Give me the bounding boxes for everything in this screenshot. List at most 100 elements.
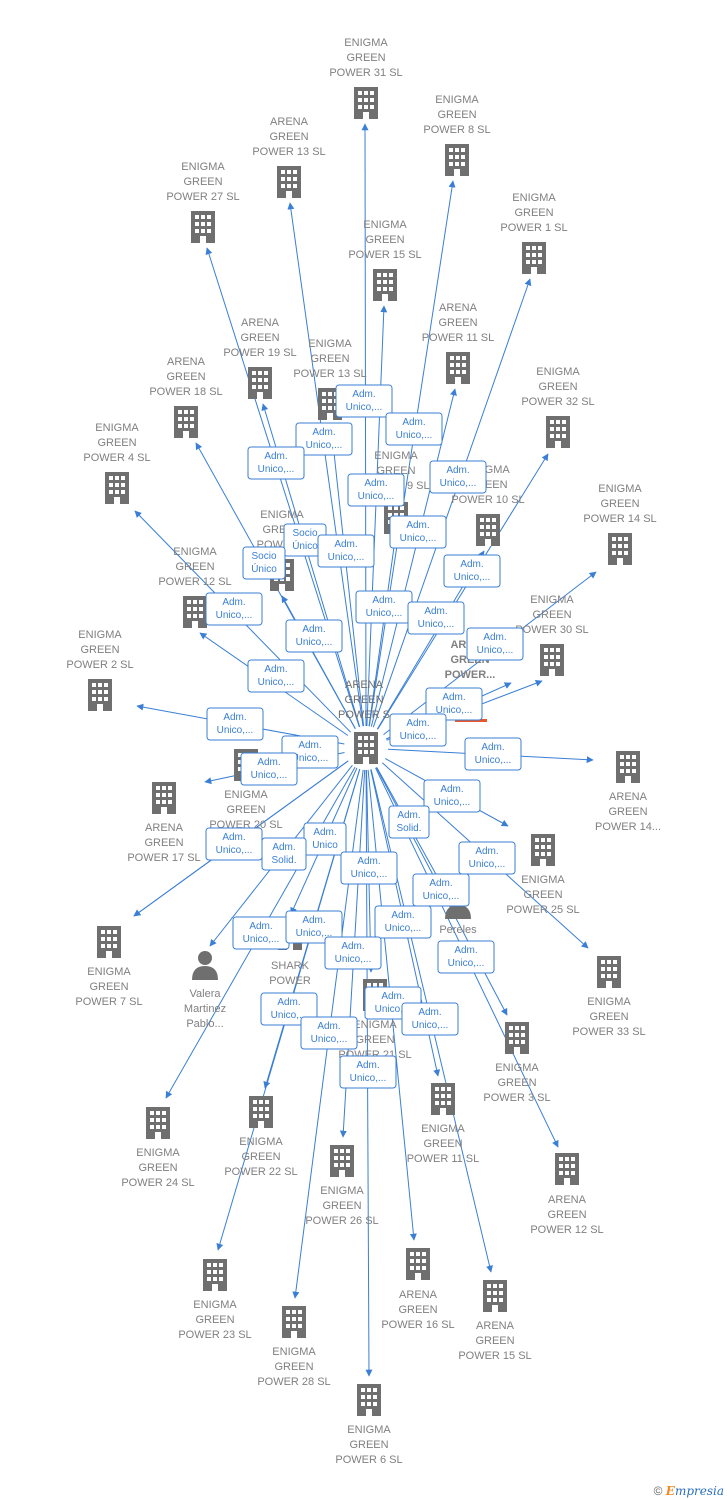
edge-role-label[interactable]: Adm.Unico,... [385, 412, 443, 446]
node-label-line: GREEN [310, 353, 349, 365]
edge-role-label[interactable]: Adm.Unico,... [340, 851, 398, 885]
edge-role-label[interactable]: Adm.Unico,... [247, 446, 305, 480]
node-label-line: GREEN [226, 804, 265, 816]
node-label-line: ENIGMA [78, 629, 122, 641]
node-valera[interactable]: ValeraMartinezPablo... [184, 951, 226, 1030]
edge-label-box [340, 851, 398, 885]
building-icon [445, 144, 469, 176]
node-label-line: GREEN [274, 1361, 313, 1373]
node-label-line: ARENA [476, 1320, 515, 1332]
edge-role-label[interactable]: Adm.Unico,... [247, 659, 305, 693]
building-icon [152, 782, 176, 814]
edge-role-label[interactable]: Adm.Unico,... [205, 592, 263, 626]
edge-role-label[interactable]: Adm.Unico,... [335, 384, 393, 418]
edge-label-line: Unico,... [385, 923, 422, 934]
edge-label-line: Adm. [446, 465, 469, 476]
edge-role-label[interactable]: Adm.Unico,... [205, 827, 263, 861]
edge-role-label[interactable]: Adm.Unico,... [339, 1055, 397, 1089]
edge-to-enigma15 [366, 305, 388, 727]
building-icon [203, 1259, 227, 1291]
node-label-line: POWER [269, 975, 311, 987]
edge-role-label[interactable]: Adm.Unico,... [300, 1016, 358, 1050]
edge-role-label[interactable]: Adm.Unico [303, 822, 347, 856]
building-icon [406, 1248, 430, 1280]
node-label-line: GREEN [523, 889, 562, 901]
edge-role-label[interactable]: Adm.Unico,... [437, 940, 495, 974]
node-label-line: POWER 23 SL [178, 1329, 251, 1341]
edge-role-label[interactable]: Adm.Unico,... [458, 841, 516, 875]
edge-role-label[interactable]: Adm.Unico,... [407, 601, 465, 635]
edge-to-enigma31 [361, 123, 369, 727]
edge-role-label[interactable]: Adm.Unico,... [324, 936, 382, 970]
edge-role-label[interactable]: Adm.Unico,... [206, 707, 264, 741]
edge-role-label[interactable]: Adm.Unico,... [317, 534, 375, 568]
edge-role-label[interactable]: Adm.Unico,... [401, 1002, 459, 1036]
edge-role-label[interactable]: Adm.Unico,... [355, 590, 413, 624]
edge-role-label[interactable]: Adm.Unico,... [295, 422, 353, 456]
edge-role-label[interactable]: Adm.Unico,... [466, 627, 524, 661]
edge-role-label[interactable]: Adm.Unico,... [285, 619, 343, 653]
edge-role-label[interactable]: Adm.Unico,... [425, 687, 483, 721]
node-label-line: GREEN [365, 234, 404, 246]
edge-role-label[interactable]: Adm.Solid. [261, 837, 307, 871]
edge-role-label[interactable]: Adm.Unico,... [389, 515, 447, 549]
edge-role-label[interactable]: Adm.Unico,... [412, 873, 470, 907]
edge-role-label[interactable]: Adm.Solid. [388, 805, 430, 839]
building-icon [183, 596, 207, 628]
node-pereles[interactable]: Pereles [439, 890, 477, 936]
node-label-line: GREEN [514, 207, 553, 219]
edge-role-label[interactable]: Adm.Unico,... [389, 713, 447, 747]
edge-role-label[interactable]: Adm.Unico,... [443, 554, 501, 588]
edge-role-label[interactable]: Adm.Unico,... [240, 752, 298, 786]
node-label-line: POWER 22 SL [224, 1166, 297, 1178]
edge-role-label[interactable]: Adm.Unico,... [429, 460, 487, 494]
edge-role-label[interactable]: Adm.Unico,... [464, 737, 522, 771]
edge-role-label[interactable]: Adm.Unico,... [374, 905, 432, 939]
edge-to-enigma32 [377, 453, 549, 730]
empresia-logo[interactable]: Empresia [665, 1484, 724, 1498]
node-label-line: GREEN [144, 837, 183, 849]
edge-label-line: Unico,... [335, 954, 372, 965]
edge-role-label[interactable]: Adm.Unico,... [423, 779, 481, 813]
building-icon [249, 1096, 273, 1128]
edge-label-line: Unico,... [258, 677, 295, 688]
edge-role-label[interactable]: Adm.Unico,... [232, 916, 290, 950]
edge-role-label[interactable]: Adm.Unico,... [347, 473, 405, 507]
edge-role-label[interactable]: Adm.Unico,... [285, 910, 343, 944]
